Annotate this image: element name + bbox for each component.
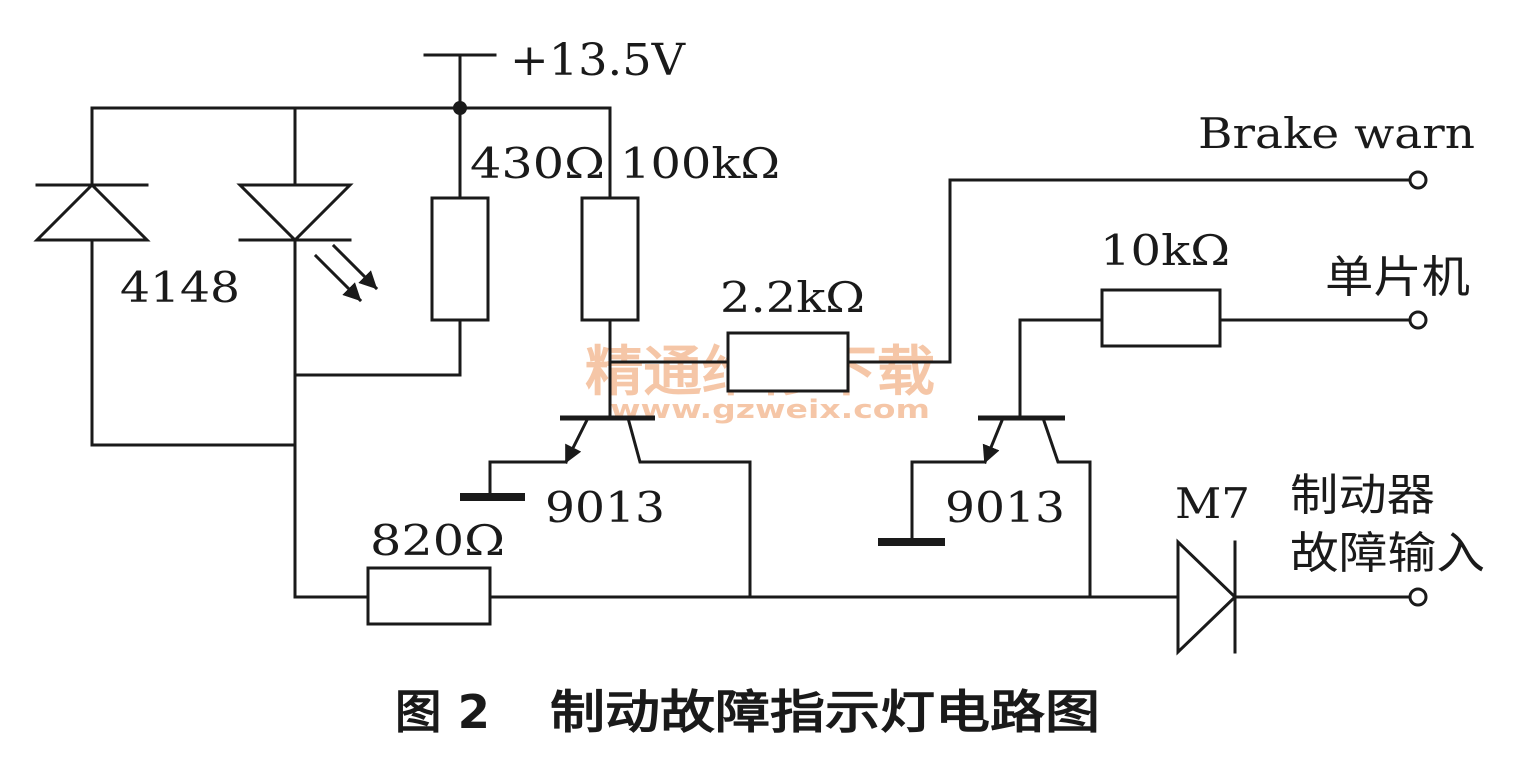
resistor-2-2k-label: 2.2kΩ bbox=[720, 273, 865, 322]
diode-m7-label: M7 bbox=[1175, 479, 1250, 528]
watermark-url: www.gzweix.com bbox=[610, 395, 930, 425]
resistor-100k-body bbox=[580, 196, 640, 322]
supply-label: +13.5V bbox=[510, 35, 686, 86]
fault-input-label-line2: 故障输入 bbox=[1290, 528, 1485, 579]
resistor-100k-label: 100kΩ bbox=[620, 139, 780, 188]
diode-4148-label: 4148 bbox=[120, 263, 240, 312]
brake-warn-label: Brake warn bbox=[1198, 109, 1475, 158]
resistor-2-2k-body bbox=[726, 331, 850, 393]
wire-diode-4148-bottom bbox=[90, 238, 297, 447]
q2-collector bbox=[1041, 416, 1092, 599]
led-light-arrow-2 bbox=[331, 243, 379, 291]
terminal-brake-warn bbox=[1408, 170, 1428, 190]
q1-emitter bbox=[563, 415, 591, 465]
fault-input-label-line1: 制动器 bbox=[1290, 470, 1435, 521]
resistor-430-label: 430Ω bbox=[470, 139, 605, 188]
resistor-820-body bbox=[366, 566, 492, 626]
led-triangle bbox=[236, 183, 354, 243]
led-light-arrow-1 bbox=[313, 253, 363, 303]
resistor-10k-label: 10kΩ bbox=[1100, 226, 1230, 275]
wire-brake-warn bbox=[846, 178, 1412, 364]
wire-q1-emitter-ground bbox=[488, 460, 568, 499]
wire-r430-bottom bbox=[293, 318, 462, 377]
figure-number: 图 2 bbox=[395, 685, 490, 739]
q2-emitter bbox=[982, 416, 1005, 464]
resistor-820-label: 820Ω bbox=[370, 516, 505, 565]
wire-q2-emitter-ground bbox=[910, 460, 987, 544]
terminal-fault-input bbox=[1408, 587, 1428, 607]
figure-title: 制动故障指示灯电路图 bbox=[550, 685, 1100, 739]
mcu-label: 单片机 bbox=[1325, 252, 1470, 303]
terminal-mcu bbox=[1408, 310, 1428, 330]
q1-collector bbox=[626, 416, 752, 599]
diode-m7-triangle bbox=[1176, 538, 1238, 656]
resistor-10k-body bbox=[1100, 288, 1222, 348]
q2-label: 9013 bbox=[945, 483, 1065, 532]
resistor-430-body bbox=[430, 196, 490, 322]
q1-label: 9013 bbox=[545, 483, 665, 532]
